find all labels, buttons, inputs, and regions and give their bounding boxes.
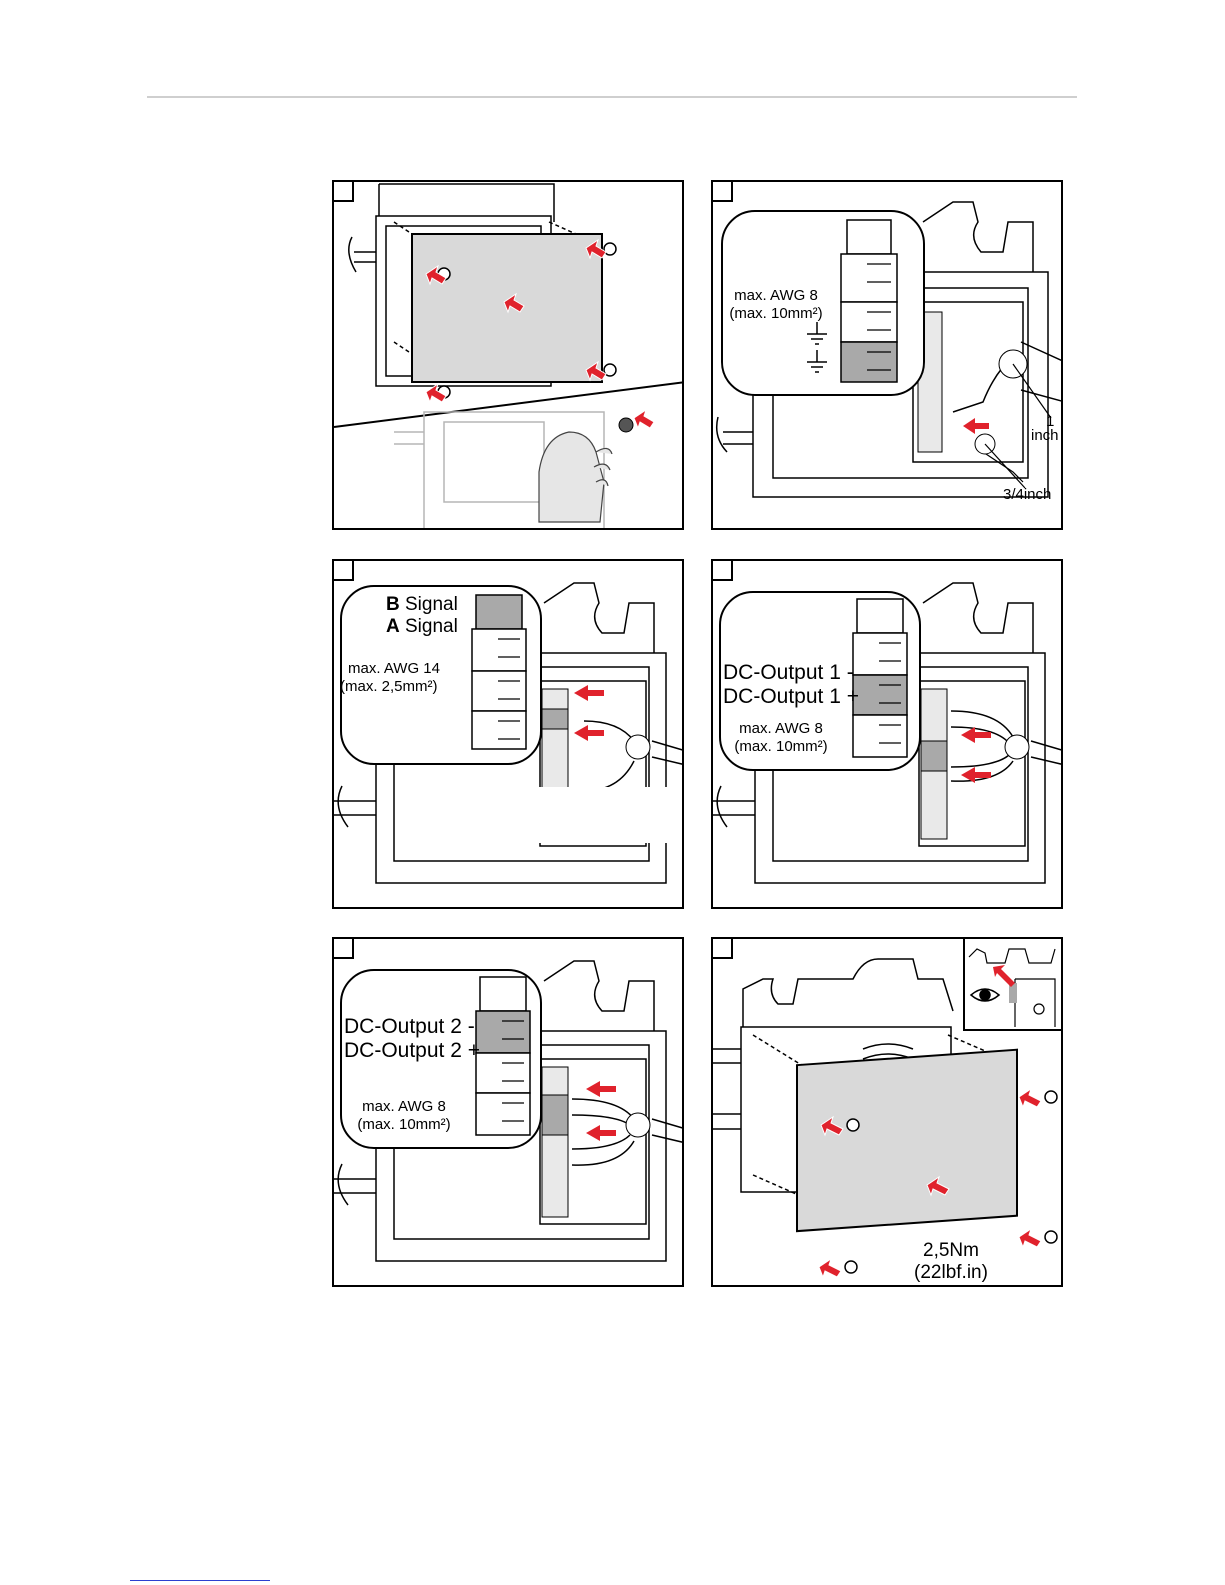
- wire-spec-awg: max. AWG 8: [723, 288, 829, 305]
- cover-removal-illustration: [334, 182, 684, 530]
- header-rule: [147, 96, 1077, 98]
- terminal-callout: B Signal A Signal max. AWG 14 (max. 2,5m…: [340, 585, 542, 765]
- dc-output-1-minus: DC-Output 1 -: [723, 661, 854, 684]
- terminal-callout: DC-Output 2 - DC-Output 2 + max. AWG 8 (…: [340, 969, 542, 1149]
- step-number-box: [334, 939, 354, 959]
- wire-spec-awg: max. AWG 8: [342, 1099, 466, 1116]
- dc-output-1-plus: DC-Output 1 +: [723, 685, 859, 708]
- red-arrow-icon: [993, 965, 1015, 987]
- alignment-detail-illustration: [965, 939, 1061, 1029]
- terminal-block-illustration: [851, 597, 913, 761]
- signal-b-label: B Signal: [386, 595, 458, 616]
- footer-link-underline: [130, 1580, 270, 1581]
- terminal-callout: max. AWG 8 (max. 10mm²): [721, 210, 925, 396]
- step-panel-4: DC-Output 1 - DC-Output 1 + max. AWG 8 (…: [711, 559, 1063, 909]
- wire-spec-awg: max. AWG 14: [348, 661, 440, 678]
- dc-output-2-minus: DC-Output 2 -: [344, 1015, 475, 1038]
- step-panel-3: B Signal A Signal max. AWG 14 (max. 2,5m…: [332, 559, 684, 909]
- wire-spec-awg: max. AWG 8: [721, 721, 841, 738]
- step-number-box: [334, 561, 354, 581]
- step-number-box: [334, 182, 354, 202]
- wire-spec-mm: (max. 10mm²): [342, 1117, 466, 1134]
- dimension-3-4: 3/4inch: [1003, 487, 1051, 504]
- dc-output-2-plus: DC-Output 2 +: [344, 1039, 480, 1062]
- ground-icon: [805, 322, 829, 376]
- terminal-callout: DC-Output 1 - DC-Output 1 + max. AWG 8 (…: [719, 591, 921, 771]
- step-panel-5: DC-Output 2 - DC-Output 2 + max. AWG 8 (…: [332, 937, 684, 1287]
- cover-plate: [797, 1050, 1017, 1231]
- step-number-box: [713, 561, 733, 581]
- eye-icon: [971, 989, 999, 1001]
- torque-value: 2,5Nm: [901, 1241, 1001, 1262]
- dimension-1-unit: inch: [1031, 428, 1059, 445]
- alignment-detail-inset: [963, 939, 1061, 1031]
- wire-spec-mm: (max. 10mm²): [721, 739, 841, 756]
- step-number-box: [713, 182, 733, 202]
- step-panel-2: max. AWG 8 (max. 10mm²) 1 inch 3/4inch: [711, 180, 1063, 530]
- step-panel-6: 2,5Nm (22lbf.in): [711, 937, 1063, 1287]
- wire-spec-mm: (max. 2,5mm²): [340, 679, 438, 696]
- signal-a-label: A Signal: [386, 617, 458, 638]
- torque-value-imperial: (22lbf.in): [901, 1263, 1001, 1284]
- wire-spec-mm: (max. 10mm²): [723, 306, 829, 323]
- step-panel-1: [332, 180, 684, 530]
- terminal-block-illustration: [833, 218, 905, 388]
- terminal-block-illustration: [470, 593, 532, 753]
- terminal-block-illustration: [474, 975, 536, 1139]
- hand-icon: [539, 432, 612, 522]
- step-number-box: [713, 939, 733, 959]
